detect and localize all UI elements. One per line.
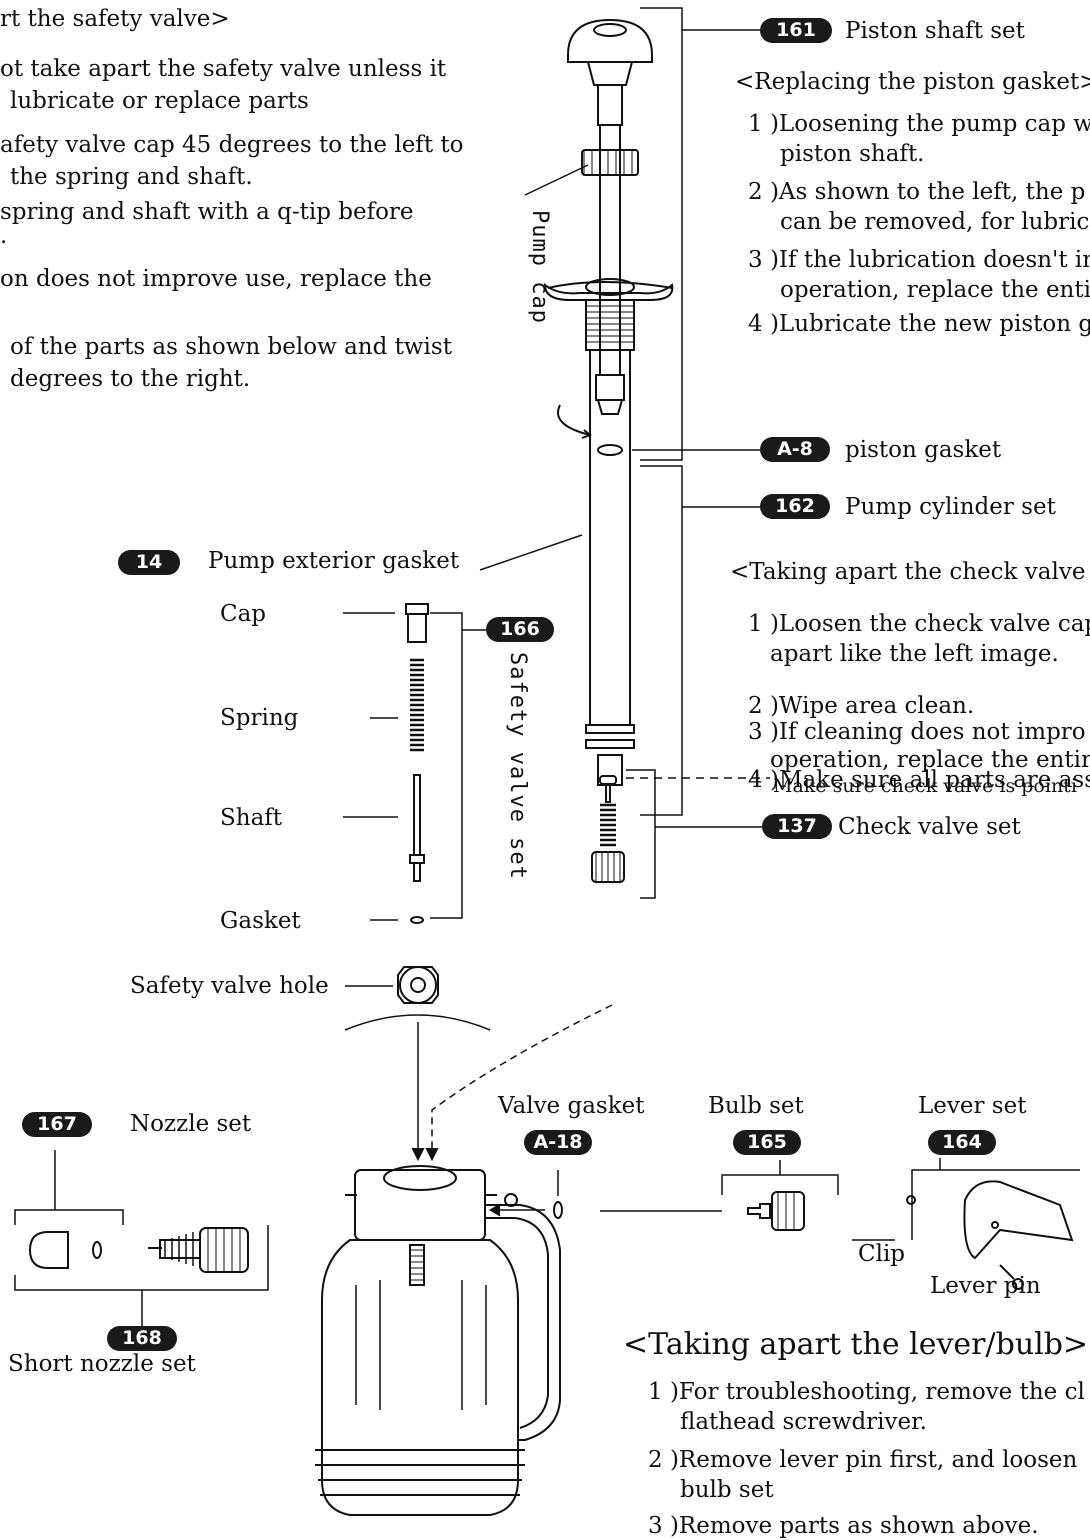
check-valve-note: Make sure check valve is pointi	[773, 775, 1077, 797]
piston-gasket-step: 3 )If the lubrication doesn't in	[748, 247, 1090, 273]
piston-shaft-set-label: Piston shaft set	[845, 18, 1025, 44]
sprayer-tank-illustration	[315, 1165, 561, 1516]
check-valve-step: operation, replace the entir	[770, 747, 1090, 773]
part-number-badge: 167	[22, 1112, 92, 1137]
lever-set-label: Lever set	[918, 1093, 1027, 1119]
piston-gasket-step: 1 )Loosening the pump cap w	[748, 111, 1090, 137]
part-number-badge: 14	[118, 550, 180, 575]
safety-valve-line: afety valve cap 45 degrees to the left t…	[0, 132, 464, 158]
safety-valve-hole-label: Safety valve hole	[130, 973, 329, 999]
part-number-badge: 165	[733, 1130, 801, 1155]
part-number-badge: 166	[486, 617, 554, 642]
piston-gasket-step: 4 )Lubricate the new piston g	[748, 311, 1090, 337]
check-valve-heading: <Taking apart the check valve	[730, 559, 1086, 585]
safety-valve-illustration	[343, 603, 490, 1004]
shaft-label: Shaft	[220, 805, 283, 831]
piston-gasket-heading: <Replacing the piston gasket>	[735, 69, 1090, 95]
part-number-badge: 164	[928, 1130, 996, 1155]
lever-bulb-step: 1 )For troubleshooting, remove the cl	[648, 1379, 1085, 1405]
check-valve-step: 4 )Make sure all parts are ass	[748, 767, 1090, 793]
pump-cylinder-illustration	[479, 278, 674, 786]
piston-gasket-step: piston shaft.	[780, 141, 925, 167]
piston-gasket-step: operation, replace the enti	[780, 277, 1090, 303]
lever-pin-label: Lever pin	[930, 1273, 1041, 1299]
piston-shaft-illustration	[524, 18, 665, 456]
lever-bulb-illustration	[553, 1158, 1080, 1290]
pump-cap-label: Pump cap	[527, 210, 552, 324]
safety-valve-line: on does not improve use, replace the	[0, 266, 432, 292]
spring-label: Spring	[220, 705, 299, 731]
safety-valve-line: lubricate or replace parts	[10, 88, 309, 114]
part-number-badge: 168	[107, 1326, 177, 1351]
safety-valve-line: the spring and shaft.	[10, 164, 253, 190]
check-valve-illustration	[591, 769, 770, 899]
short-nozzle-set-label: Short nozzle set	[8, 1351, 196, 1377]
safety-valve-line: degrees to the right.	[10, 366, 251, 392]
check-valve-step: 2 )Wipe area clean.	[748, 693, 975, 719]
check-valve-step: apart like the left image.	[770, 641, 1059, 667]
safety-valve-set-label: Safety valve set	[505, 652, 530, 880]
safety-valve-line: .	[0, 223, 8, 249]
nozzle-illustration	[14, 1150, 269, 1338]
gasket-label: Gasket	[220, 908, 301, 934]
part-number-badge: 161	[760, 18, 832, 43]
lever-bulb-step: bulb set	[680, 1477, 774, 1503]
nozzle-set-label: Nozzle set	[130, 1111, 252, 1137]
safety-valve-heading: rt the safety valve>	[0, 6, 230, 32]
part-number-badge: A-18	[524, 1130, 592, 1155]
valve-gasket-label: Valve gasket	[498, 1093, 645, 1119]
check-valve-set-label: Check valve set	[838, 814, 1021, 840]
part-number-badge: 162	[760, 494, 830, 519]
part-number-badge: 137	[762, 814, 832, 839]
safety-valve-line: spring and shaft with a q-tip before	[0, 199, 414, 225]
safety-valve-line: of the parts as shown below and twist	[10, 334, 452, 360]
lever-bulb-step: 3 )Remove parts as shown above.	[648, 1513, 1039, 1539]
clip-label: Clip	[858, 1241, 906, 1267]
piston-gasket-step: can be removed, for lubric	[780, 209, 1090, 235]
pump-cylinder-set-label: Pump cylinder set	[845, 494, 1056, 520]
lever-bulb-heading: <Taking apart the lever/bulb>	[623, 1327, 1089, 1362]
check-valve-step: 1 )Loosen the check valve cap	[748, 611, 1090, 637]
lever-bulb-step: 2 )Remove lever pin first, and loosen	[648, 1447, 1078, 1473]
piston-gasket-label: piston gasket	[845, 437, 1002, 463]
lever-bulb-step: flathead screwdriver.	[680, 1409, 927, 1435]
piston-gasket-step: 2 )As shown to the left, the p	[748, 179, 1086, 205]
safety-valve-line: ot take apart the safety valve unless it	[0, 56, 447, 82]
check-valve-step: 3 )If cleaning does not impro	[748, 719, 1086, 745]
bulb-set-label: Bulb set	[708, 1093, 804, 1119]
cap-label: Cap	[220, 601, 267, 627]
part-number-badge: A-8	[760, 437, 830, 462]
pump-exterior-gasket-label: Pump exterior gasket	[208, 548, 460, 574]
